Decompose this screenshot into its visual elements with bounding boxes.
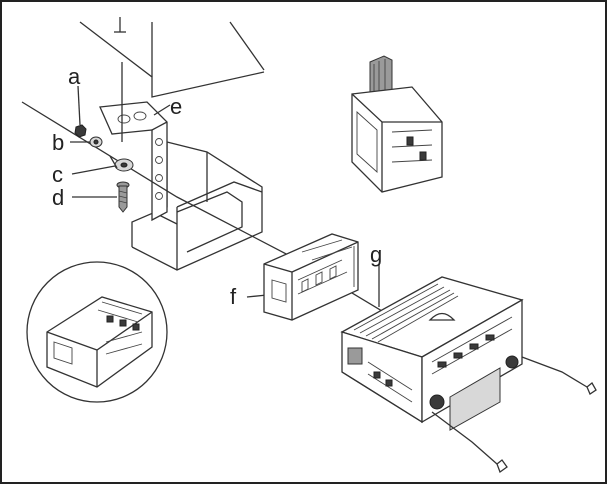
mounting-strap <box>99 101 168 222</box>
label-f: f <box>230 284 237 309</box>
hardware-parts <box>74 124 134 213</box>
screwdriver-inset <box>351 55 443 193</box>
leader-lines <box>70 85 380 307</box>
screw-part <box>116 181 130 213</box>
label-g: g <box>370 242 382 267</box>
label-a: a <box>68 64 81 89</box>
label-e: e <box>170 94 182 119</box>
dashboard-panel <box>79 17 265 98</box>
removal-keys <box>431 356 597 474</box>
label-c: c <box>52 162 63 187</box>
mounting-sleeve <box>263 233 359 321</box>
label-b: b <box>52 130 64 155</box>
head-unit <box>340 276 524 431</box>
tab-detail-inset <box>26 261 168 403</box>
nut-part <box>74 124 87 138</box>
label-d: d <box>52 185 64 210</box>
